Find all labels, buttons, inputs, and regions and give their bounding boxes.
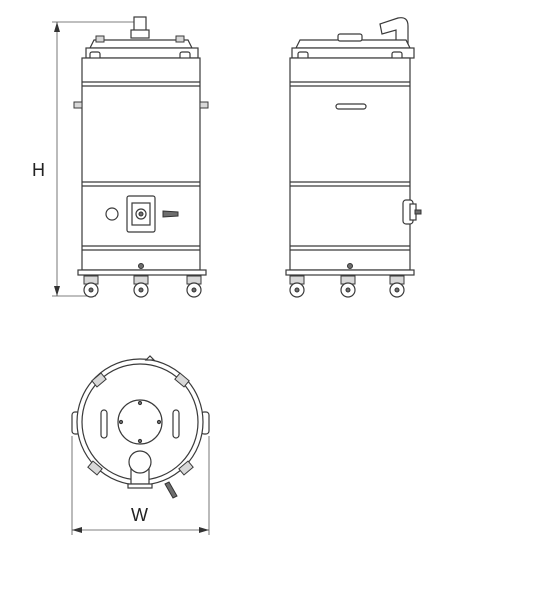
side-outlet bbox=[402, 199, 422, 225]
front-intake-pipe bbox=[130, 16, 150, 39]
top-slot-left bbox=[100, 409, 108, 439]
width-label: W bbox=[131, 505, 148, 525]
width-dimension: W bbox=[71, 436, 210, 535]
front-view: H bbox=[32, 16, 209, 298]
side-view bbox=[285, 17, 422, 298]
side-wheels bbox=[289, 275, 405, 298]
motor-plate bbox=[117, 399, 163, 445]
top-outlet-stub bbox=[164, 481, 178, 499]
side-drum bbox=[289, 57, 411, 271]
side-intake-elbow bbox=[379, 17, 409, 45]
front-base bbox=[77, 263, 207, 276]
side-lid bbox=[291, 33, 415, 59]
height-dimension: H bbox=[32, 21, 140, 297]
height-label: H bbox=[32, 160, 45, 180]
front-wheels bbox=[83, 275, 202, 298]
top-slot-right bbox=[172, 409, 180, 439]
side-handle bbox=[335, 103, 367, 110]
top-clamps bbox=[87, 372, 194, 476]
cable-plug-icon bbox=[162, 210, 179, 218]
lid-handle bbox=[337, 33, 363, 42]
top-intake bbox=[127, 450, 178, 499]
front-drum bbox=[73, 57, 209, 271]
power-indicator-icon bbox=[105, 207, 119, 221]
top-view: W bbox=[71, 355, 210, 535]
front-control-panel bbox=[105, 195, 179, 233]
side-base bbox=[285, 263, 415, 276]
